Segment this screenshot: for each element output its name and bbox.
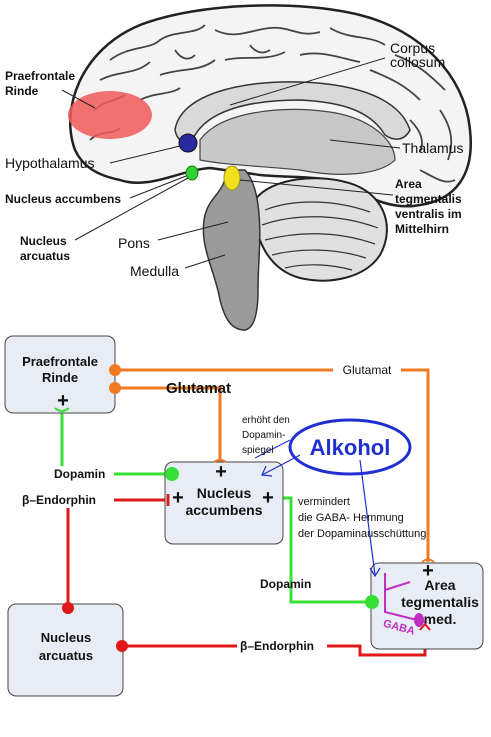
- box-accumbens-line2: accumbens: [185, 502, 262, 518]
- receptor-orange-vta: [421, 558, 435, 563]
- label-endorphin-bottom: β–Endorphin: [240, 639, 314, 653]
- label-thalamus: Thalamus: [402, 140, 463, 156]
- erhoeht-pointer: [254, 439, 291, 459]
- box-arcuatus-line2: arcuatus: [39, 648, 93, 663]
- label-nucleus-arcuatus-line1: Nucleus: [20, 234, 67, 248]
- label-alkohol: Alkohol: [310, 435, 391, 460]
- receptor-green-praefrontale: [54, 407, 70, 412]
- brainstem: [202, 169, 261, 331]
- label-area-line2: tegmentalis: [395, 192, 462, 206]
- plus-accumbens-left: +: [172, 487, 184, 509]
- terminal-red-arcuatus-top: [62, 602, 74, 614]
- plus-accumbens-right: +: [262, 487, 274, 509]
- terminal-orange-2: [109, 382, 121, 394]
- terminal-orange-1: [109, 364, 121, 376]
- receptor-orange-accumbens: [213, 459, 227, 463]
- gaba-path-down: [384, 590, 426, 623]
- label-corpus-line2: collosum: [390, 54, 445, 70]
- prefrontal-highlight: [68, 91, 152, 139]
- box-accumbens-line1: Nucleus: [197, 485, 252, 501]
- receptor-red-vta: [419, 622, 431, 631]
- box-area-line3: med.: [424, 611, 457, 627]
- label-vermindert-line2: die GABA- Hemmung: [298, 512, 404, 524]
- label-vermindert-line3: der Dopaminausschüttung: [298, 528, 426, 540]
- label-dopamin-bottom: Dopamin: [260, 577, 311, 591]
- alkohol-arrow-vta: [359, 459, 376, 576]
- label-endorphin-left: β–Endorphin: [22, 493, 96, 507]
- plus-area: +: [422, 560, 434, 582]
- vta-dot: [223, 165, 241, 191]
- label-erhoeht-line1: erhöht den: [242, 415, 290, 426]
- gaba-terminal: [414, 613, 424, 627]
- endorphin-line-left: [66, 498, 168, 608]
- endorphin-left-bg: [20, 492, 114, 508]
- label-praefrontale-line1: Praefrontale: [5, 69, 75, 83]
- box-area-line2: tegmentalis: [401, 594, 479, 610]
- label-area-line1: Area: [395, 177, 422, 191]
- label-nucleus-accumbens: Nucleus accumbens: [5, 192, 121, 206]
- box-arcuatus-line1: Nucleus: [41, 630, 92, 645]
- accumbens-dot: [185, 165, 199, 181]
- terminal-green-accumbens: [165, 467, 179, 481]
- label-dopamin-left: Dopamin: [54, 467, 105, 481]
- label-corpus-line1: Corpus: [390, 40, 435, 56]
- pathway-diagram: Praefrontale Rinde Nucleus accumbens Nuc…: [4, 335, 484, 697]
- label-pons: Pons: [118, 235, 150, 251]
- brain-illustration: Corpus collosum Praefrontale Rinde Thala…: [5, 4, 473, 331]
- glutamat-line-to-vta: [115, 368, 430, 562]
- thalamus-region: [199, 108, 396, 175]
- glutamat-top-bg: [333, 361, 401, 377]
- label-area-line4: Mittelhirn: [395, 222, 449, 236]
- box-praefrontale-line1: Praefrontale: [22, 354, 98, 369]
- dopamin-line-left: [60, 408, 170, 476]
- box-accumbens: [164, 461, 284, 545]
- box-praefrontale-line2: Rinde: [42, 370, 78, 385]
- label-area-line3: ventralis im: [395, 207, 462, 221]
- box-area-line1: Area: [424, 577, 455, 593]
- label-medulla: Medulla: [130, 263, 179, 279]
- hypothalamus-dot: [178, 133, 198, 153]
- plus-praefrontale: +: [57, 390, 69, 412]
- alkohol-arrow-head-1: [261, 465, 273, 477]
- label-erhoeht-line2: Dopamin-: [242, 430, 285, 441]
- label-nucleus-arcuatus-line2: arcuatus: [20, 249, 70, 263]
- alkohol-ellipse: [288, 418, 412, 476]
- terminal-green-vta: [365, 595, 379, 609]
- label-praefrontale-line2: Rinde: [5, 84, 39, 98]
- brain-leader-lines: [61, 57, 401, 269]
- terminal-red-arcuatus-right: [116, 640, 128, 652]
- label-erhoeht-line3: spiegel: [242, 445, 274, 456]
- glutamat-line-to-accumbens: [115, 386, 222, 462]
- cerebellum-folia: [261, 201, 379, 271]
- dopamin-left-bg: [48, 466, 114, 482]
- plus-accumbens-top: +: [215, 461, 227, 483]
- alkohol-arrow-head-2: [369, 567, 381, 578]
- endorphin-bottom-bg: [237, 638, 327, 654]
- corpus-callosum: [174, 81, 411, 143]
- label-glutamat-top: Glutamat: [343, 363, 392, 377]
- label-hypothalamus: Hypothalamus: [5, 155, 95, 171]
- label-glutamat-big: Glutamat: [166, 380, 231, 397]
- label-vermindert-line1: vermindert: [298, 496, 350, 508]
